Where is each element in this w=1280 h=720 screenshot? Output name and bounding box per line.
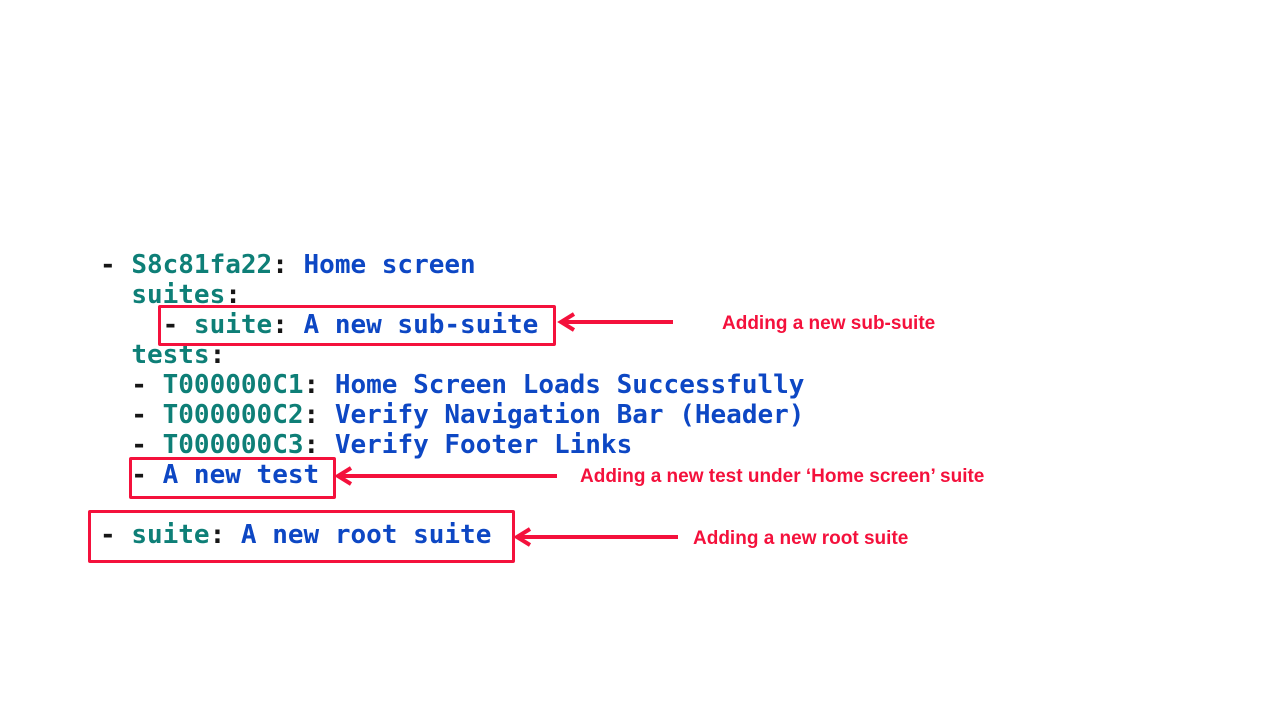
yaml-segment-key: T000000C2: [162, 400, 304, 430]
yaml-line-new-test: - A new test: [100, 460, 804, 490]
yaml-segment-key: suite: [131, 520, 210, 550]
yaml-segment-punct: :: [272, 310, 304, 340]
annotation-label-new-test: Adding a new test under ‘Home screen’ su…: [580, 466, 985, 487]
yaml-segment-value: Verify Navigation Bar (Header): [334, 400, 805, 430]
highlight-box-new-test: [129, 457, 336, 499]
yaml-segment-punct: :: [303, 430, 335, 460]
yaml-segment-punct: :: [303, 400, 335, 430]
yaml-segment-punct: :: [209, 340, 226, 370]
annotation-label-sub-suite: Adding a new sub-suite: [722, 313, 936, 334]
yaml-segment-punct: :: [209, 520, 241, 550]
yaml-segment-value: Home Screen Loads Successfully: [334, 370, 805, 400]
yaml-segment-value: A new root suite: [240, 520, 492, 550]
yaml-line-test-t000000c2: - T000000C2: Verify Navigation Bar (Head…: [100, 400, 804, 430]
yaml-segment-key: T000000C3: [162, 430, 304, 460]
yaml-line-root-suite-home-screen: - S8c81fa22: Home screen: [100, 250, 804, 280]
left-arrow-icon: [557, 312, 673, 332]
yaml-segment-value: A new test: [162, 460, 320, 490]
yaml-segment-punct: -: [100, 250, 132, 280]
yaml-segment-key: suite: [193, 310, 273, 340]
yaml-segment-punct: :: [303, 370, 335, 400]
yaml-segment-punct: :: [225, 280, 241, 310]
yaml-segment-punct: -: [100, 400, 163, 430]
yaml-segment-punct: -: [100, 520, 132, 550]
highlight-box-root-suite: [88, 510, 515, 563]
yaml-segment-punct: -: [100, 370, 163, 400]
left-arrow-icon: [334, 466, 557, 486]
yaml-segment-value: Verify Footer Links: [334, 430, 633, 460]
yaml-segment-punct: -: [100, 460, 163, 490]
yaml-line-tests-key: tests:: [100, 340, 804, 370]
left-arrow-icon: [513, 527, 678, 547]
yaml-segment-key: T000000C1: [162, 370, 304, 400]
yaml-segment-punct: :: [272, 250, 304, 280]
yaml-segment-punct: [100, 280, 131, 310]
yaml-line-test-t000000c3: - T000000C3: Verify Footer Links: [100, 430, 804, 460]
yaml-segment-punct: -: [100, 430, 163, 460]
yaml-segment-value: A new sub-suite: [303, 310, 539, 340]
yaml-segment-value: Home screen: [303, 250, 476, 280]
yaml-segment-punct: -: [100, 310, 194, 340]
highlight-box-sub-suite: [158, 305, 556, 346]
yaml-line-test-t000000c1: - T000000C1: Home Screen Loads Successfu…: [100, 370, 804, 400]
yaml-line-new-root-suite: - suite: A new root suite: [100, 520, 804, 550]
yaml-segment-key: S8c81fa22: [131, 250, 273, 280]
yaml-segment-punct: [100, 340, 131, 370]
yaml-code-block: - S8c81fa22: Home screen suites: - suite…: [100, 250, 804, 550]
yaml-line-new-sub-suite: - suite: A new sub-suite: [100, 310, 804, 340]
annotation-label-root-suite: Adding a new root suite: [693, 528, 909, 549]
